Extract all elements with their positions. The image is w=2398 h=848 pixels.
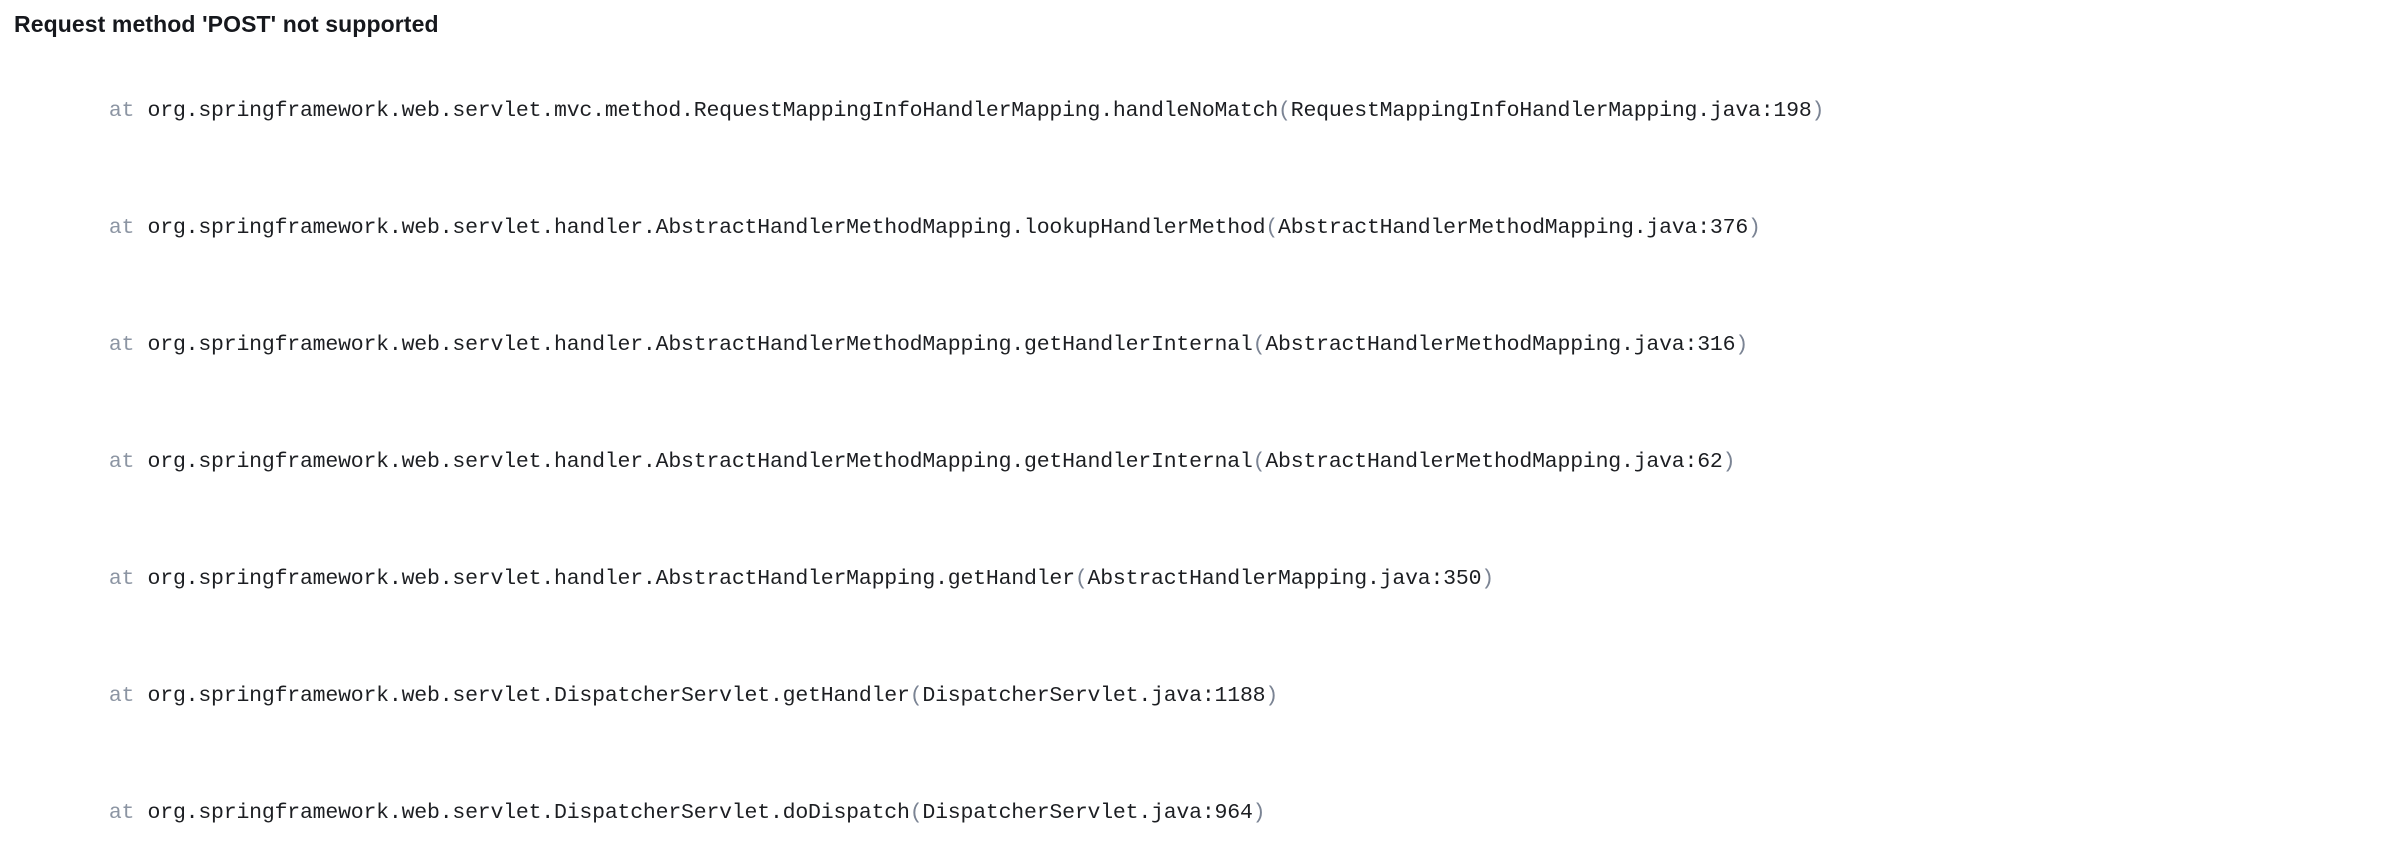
stack-frame-4: at org.springframework.web.servlet.handle… [14,521,2398,638]
frame-source-location: AbstractHandlerMapping.java:350 [1087,566,1482,591]
close-paren: ) [1265,683,1279,708]
open-paren: ( [1278,98,1291,123]
frame-qualified-method: org.springframework.web.servlet.handler.… [147,332,1253,357]
frame-qualified-method: org.springframework.web.servlet.handler.… [147,215,1266,240]
at-keyword: at [108,800,135,825]
open-paren: ( [909,800,923,825]
open-paren: ( [909,683,923,708]
frame-qualified-method: org.springframework.web.servlet.handler.… [147,566,1075,591]
close-paren: ) [1252,800,1266,825]
frame-source-location: AbstractHandlerMethodMapping.java:376 [1278,215,1749,240]
at-keyword: at [108,98,135,123]
frame-qualified-method: org.springframework.web.servlet.mvc.meth… [147,98,1279,123]
open-paren: ( [1074,566,1088,591]
at-keyword: at [108,683,135,708]
frame-qualified-method: org.springframework.web.servlet.handler.… [147,449,1253,474]
frame-source-location: DispatcherServlet.java:964 [922,800,1253,825]
stack-frame-2: at org.springframework.web.servlet.handle… [14,287,2398,404]
at-keyword: at [108,449,135,474]
frame-qualified-method: org.springframework.web.servlet.Dispatch… [147,683,910,708]
close-paren: ) [1811,98,1825,123]
stack-frame-0: at org.springframework.web.servlet.mvc.me… [14,53,2398,170]
at-keyword: at [108,566,135,591]
open-paren: ( [1265,215,1279,240]
frame-source-location: DispatcherServlet.java:1188 [922,683,1266,708]
frame-source-location: AbstractHandlerMethodMapping.java:62 [1265,449,1723,474]
close-paren: ) [1722,449,1736,474]
close-paren: ) [1735,332,1749,357]
stack-frame-5: at org.springframework.web.servlet.Dispat… [14,638,2398,755]
close-paren: ) [1748,215,1761,240]
open-paren: ( [1252,332,1266,357]
frame-qualified-method: org.springframework.web.servlet.Dispatch… [147,800,910,825]
at-keyword: at [108,215,135,240]
open-paren: ( [1252,449,1266,474]
stack-frame-3: at org.springframework.web.servlet.handle… [14,404,2398,521]
error-title: Request method 'POST' not supported [14,11,439,37]
close-paren: ) [1481,566,1494,591]
stack-frame-6: at org.springframework.web.servlet.Dispat… [14,755,2398,848]
stack-frame-1: at org.springframework.web.servlet.handle… [14,170,2398,287]
frame-source-location: RequestMappingInfoHandlerMapping.java:19… [1290,98,1812,123]
stack-frame-list: at org.springframework.web.servlet.mvc.me… [14,53,2398,848]
at-keyword: at [108,332,135,357]
frame-source-location: AbstractHandlerMethodMapping.java:316 [1265,332,1736,357]
